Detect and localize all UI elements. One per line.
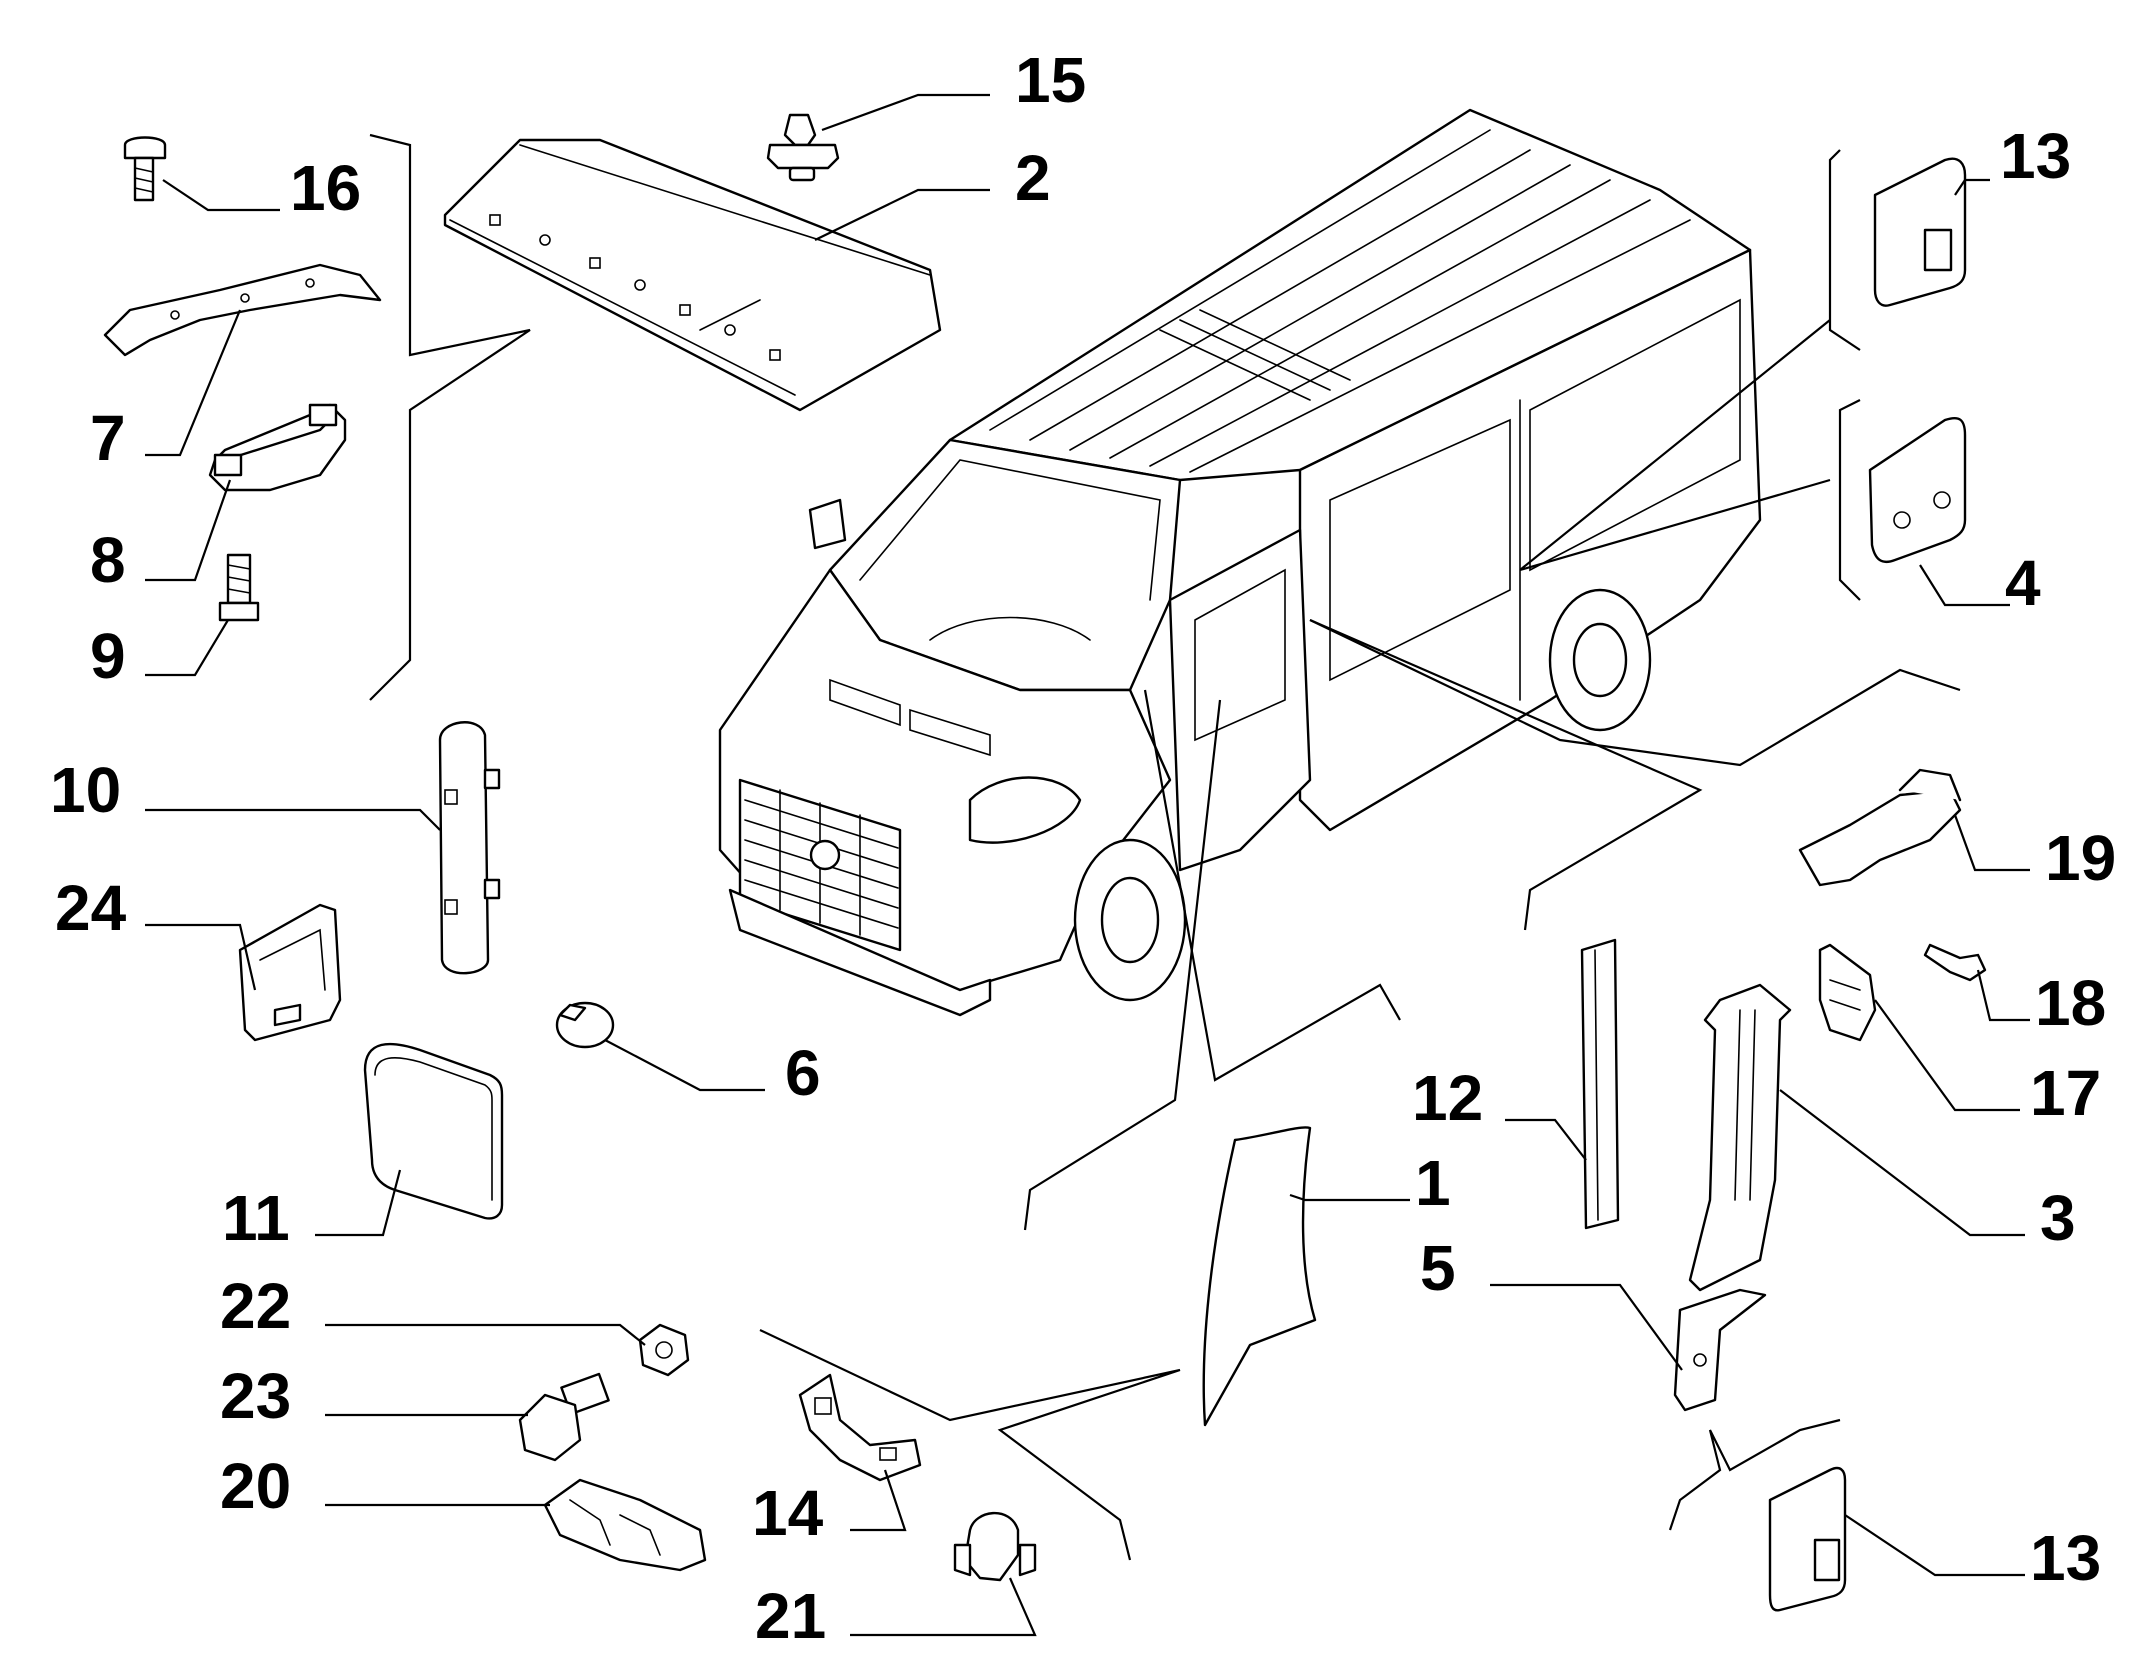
plug-6	[555, 1001, 615, 1049]
screw-18	[1923, 943, 1987, 982]
group-brackets	[369, 133, 1961, 1561]
callout-22: 22	[220, 1270, 291, 1342]
callout-21: 21	[755, 1580, 826, 1652]
callout-4: 4	[2005, 547, 2041, 619]
callout-13-top: 13	[2000, 120, 2071, 192]
clip-21	[953, 1511, 1037, 1582]
trim-panel-10	[438, 721, 501, 975]
callout-7: 7	[90, 402, 126, 474]
screw-9	[218, 553, 260, 622]
callout-18: 18	[2035, 967, 2106, 1039]
callout-15: 15	[1015, 44, 1086, 116]
callout-16: 16	[290, 152, 361, 224]
bracket-24	[238, 903, 342, 1042]
callout-3: 3	[2040, 1182, 2076, 1254]
callout-13-bottom: 13	[2030, 1522, 2101, 1594]
bolt-16	[123, 136, 167, 202]
bolt-23	[518, 1372, 610, 1462]
callout-5: 5	[1420, 1232, 1456, 1304]
cover-13-bottom	[1768, 1466, 1847, 1612]
cover-13-top	[1873, 157, 1967, 307]
pillar-3	[1688, 983, 1792, 1292]
callout-labels: 15 2 16 7 8 9 10 24 6 11 22 23 20 14 21 …	[50, 44, 2116, 1652]
cover-11	[363, 1042, 504, 1220]
callout-14: 14	[752, 1477, 824, 1549]
van-illustration	[718, 108, 1762, 1017]
callout-19: 19	[2045, 822, 2116, 894]
clip-17	[1818, 943, 1877, 1042]
push-clip-15	[766, 113, 840, 182]
bracket-14	[798, 1373, 922, 1482]
trim-strip-12	[1580, 938, 1620, 1230]
callout-24: 24	[55, 872, 127, 944]
callout-11: 11	[222, 1182, 290, 1254]
callout-23: 23	[220, 1360, 291, 1432]
clip-19	[1798, 768, 1962, 887]
pillar-trim-1	[1202, 1126, 1317, 1427]
callout-17: 17	[2030, 1057, 2101, 1129]
nut-22	[638, 1323, 690, 1377]
callout-10: 10	[50, 754, 121, 826]
reinforcement-strap-7	[103, 263, 382, 357]
leader-lines	[145, 93, 2030, 1637]
callout-12: 12	[1412, 1062, 1483, 1134]
callout-2: 2	[1015, 142, 1051, 214]
clip-20	[543, 1478, 707, 1572]
cover-4	[1868, 416, 1967, 564]
bracket-5	[1673, 1288, 1767, 1412]
callout-1: 1	[1415, 1147, 1451, 1219]
callout-8: 8	[90, 524, 126, 596]
headliner-panel-2	[443, 138, 942, 412]
callout-20: 20	[220, 1450, 291, 1522]
callout-6: 6	[785, 1037, 821, 1109]
grab-handle-8	[208, 403, 347, 492]
callout-9: 9	[90, 620, 126, 692]
